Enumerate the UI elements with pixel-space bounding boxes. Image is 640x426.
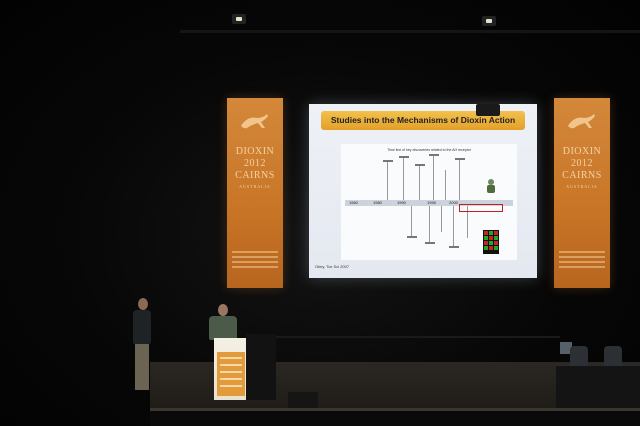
standing-person: [130, 298, 154, 394]
chair: [604, 346, 622, 366]
timeline-bar: [345, 200, 513, 206]
banner-country: AUSTRALIA: [239, 184, 271, 189]
timeline-figure: Time line of key discoveries related to …: [341, 144, 517, 260]
banner-left: DIOXIN 2012 CAIRNS AUSTRALIA: [227, 98, 283, 288]
slide-citation: Okey, Tox Sci 2007: [315, 264, 350, 269]
banner-city: CAIRNS: [562, 170, 602, 181]
figure-subtitle: Time line of key discoveries related to …: [387, 148, 471, 152]
stage-light: [482, 16, 496, 26]
timeline-year: 1990: [397, 200, 406, 205]
lectern-equipment: [246, 334, 276, 400]
stage-light: [232, 14, 246, 24]
highlight-box: [459, 204, 503, 212]
floor-monitor-speaker: [288, 392, 318, 408]
stage-edge: [150, 408, 640, 411]
timeline-year: 1995: [427, 200, 436, 205]
projector-unit: [476, 104, 500, 116]
banner-right: DIOXIN 2012 CAIRNS AUSTRALIA: [554, 98, 610, 288]
banner-year: 2012: [571, 158, 593, 169]
chair: [570, 346, 588, 366]
banner-fine-print: [559, 248, 605, 276]
panel-table: [556, 364, 640, 408]
kangaroo-logo-icon: [241, 114, 268, 129]
banner-country: AUSTRALIA: [566, 184, 598, 189]
speaker: [206, 304, 240, 344]
timeline-year: 2000: [449, 200, 458, 205]
timeline-year: 1960: [349, 200, 358, 205]
banner-year: 2012: [244, 158, 266, 169]
heatmap-thumbnail-icon: [483, 230, 499, 254]
banner-title: DIOXIN: [235, 146, 275, 157]
podium-sign: [217, 352, 245, 396]
banner-fine-print: [232, 248, 278, 276]
stage-rail: [270, 336, 560, 338]
projection-screen: Studies into the Mechanisms of Dioxin Ac…: [309, 104, 537, 278]
lighting-truss: [180, 30, 640, 33]
banner-city: CAIRNS: [235, 170, 275, 181]
podium: [214, 338, 248, 400]
slide-title: Studies into the Mechanisms of Dioxin Ac…: [321, 111, 525, 130]
banner-title: DIOXIN: [562, 146, 602, 157]
figure-illustration-icon: [487, 179, 495, 193]
kangaroo-logo-icon: [568, 114, 595, 129]
timeline-year: 1980: [373, 200, 382, 205]
stage-front: [150, 411, 640, 426]
table-monitor: [560, 342, 572, 354]
